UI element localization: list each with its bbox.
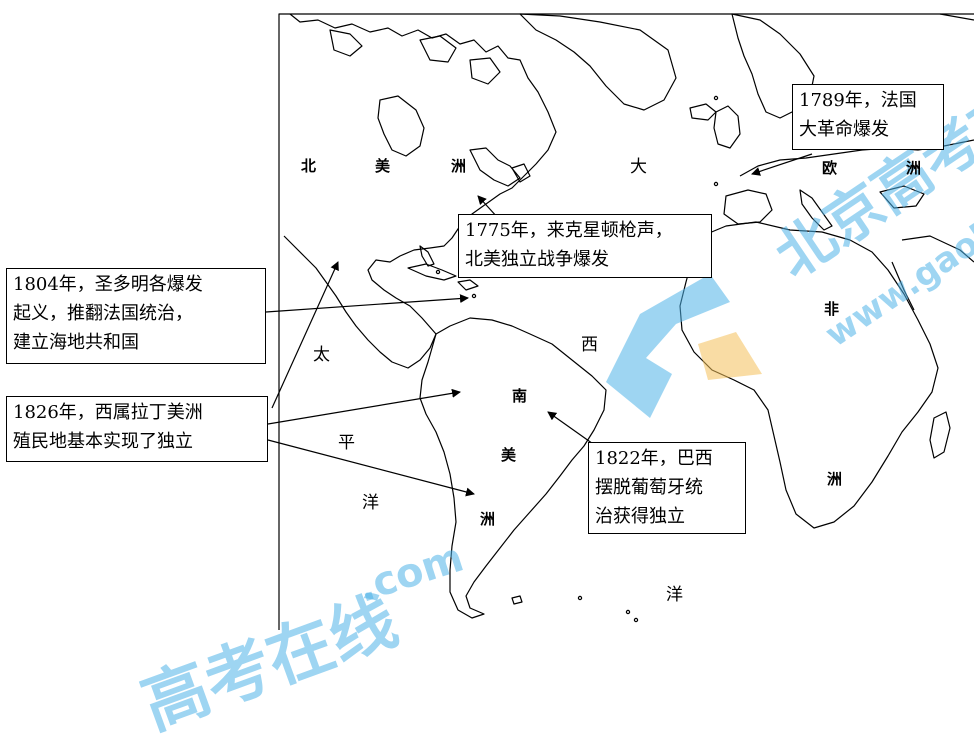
event-1804-line3: 建立海地共和国 [13, 332, 139, 353]
arrow-1826-south [267, 439, 475, 497]
label-north-america-2: 美 [375, 157, 391, 175]
madagascar [929, 411, 951, 459]
label-south-america-2: 美 [501, 446, 517, 464]
event-1775-line1: 1775年，来克星顿枪声， [465, 220, 673, 241]
florida [419, 245, 435, 267]
event-box-1826: 1826年，西属拉丁美洲 殖民地基本实现了独立 [6, 396, 268, 462]
island-dot [713, 95, 719, 101]
arctic-island-1 [329, 29, 363, 57]
label-europe-2: 洲 [906, 159, 922, 177]
south-america-coast [419, 317, 607, 619]
label-pacific-3: 洋 [362, 493, 379, 513]
island-dot [471, 293, 477, 299]
label-north-america-1: 北 [301, 157, 317, 175]
event-1789-line1: 1789年，法国 [799, 90, 917, 111]
iceland [689, 103, 717, 121]
labrador [469, 147, 521, 187]
event-box-1822: 1822年，巴西 摆脱葡萄牙统 治获得独立 [588, 442, 746, 534]
newfoundland [511, 163, 531, 183]
label-atlantic-3: 洋 [666, 585, 683, 605]
arrow-1826-north [271, 261, 339, 409]
scandinavia [731, 13, 815, 119]
event-1804-line1: 1804年，圣多明各爆发 [13, 274, 203, 295]
event-box-1789: 1789年，法国 大革命爆发 [792, 84, 944, 150]
map-frame [278, 13, 974, 630]
arrow-1789 [751, 153, 813, 176]
asia-edge [939, 13, 974, 21]
label-pacific-1: 太 [313, 345, 330, 365]
arrow-1822 [547, 411, 597, 447]
label-africa-1: 非 [824, 300, 840, 318]
hudson-bay [377, 95, 425, 157]
event-1822-line2: 摆脱葡萄牙统 [595, 477, 703, 498]
event-1789-line2: 大革命爆发 [799, 119, 889, 140]
island-dot [713, 181, 719, 187]
black-sea [879, 185, 925, 209]
island-dot [633, 617, 639, 623]
italy [799, 189, 833, 231]
event-1804-line2: 起义，推翻法国统治， [13, 303, 193, 324]
label-europe-1: 欧 [822, 159, 838, 177]
event-1822-line1: 1822年，巴西 [595, 448, 713, 469]
island-dot [625, 609, 631, 615]
label-north-america-3: 洲 [451, 157, 467, 175]
label-africa-2: 洲 [827, 470, 843, 488]
event-1775-line2: 北美独立战争爆发 [465, 249, 609, 270]
event-box-1804: 1804年，圣多明各爆发 起义，推翻法国统治， 建立海地共和国 [6, 268, 266, 364]
hispaniola [457, 279, 479, 291]
arabia [901, 235, 974, 263]
label-south-america-1: 南 [512, 387, 528, 405]
island-dot [577, 595, 583, 601]
falklands [511, 595, 523, 605]
british-isles [713, 105, 741, 149]
cuba [407, 263, 457, 281]
event-1826-line2: 殖民地基本实现了独立 [13, 431, 193, 452]
red-sea [891, 261, 915, 311]
event-box-1775: 1775年，来克星顿枪声， 北美独立战争爆发 [458, 214, 712, 278]
iberia [723, 189, 773, 225]
island-dot [435, 269, 441, 275]
arctic-island-3 [469, 57, 501, 85]
label-pacific-2: 平 [338, 433, 355, 453]
north-america-coast [283, 13, 557, 369]
arrow-1804 [265, 294, 469, 313]
label-south-america-3: 洲 [480, 510, 496, 528]
event-1826-line1: 1826年，西属拉丁美洲 [13, 402, 203, 423]
label-atlantic-1: 大 [630, 157, 647, 177]
watermark-logo [606, 274, 762, 418]
label-atlantic-2: 西 [581, 335, 598, 355]
greenland [519, 13, 677, 111]
arrow-1826-middle [267, 388, 461, 425]
arctic-island-2 [419, 35, 457, 63]
event-1822-line3: 治获得独立 [595, 506, 685, 527]
